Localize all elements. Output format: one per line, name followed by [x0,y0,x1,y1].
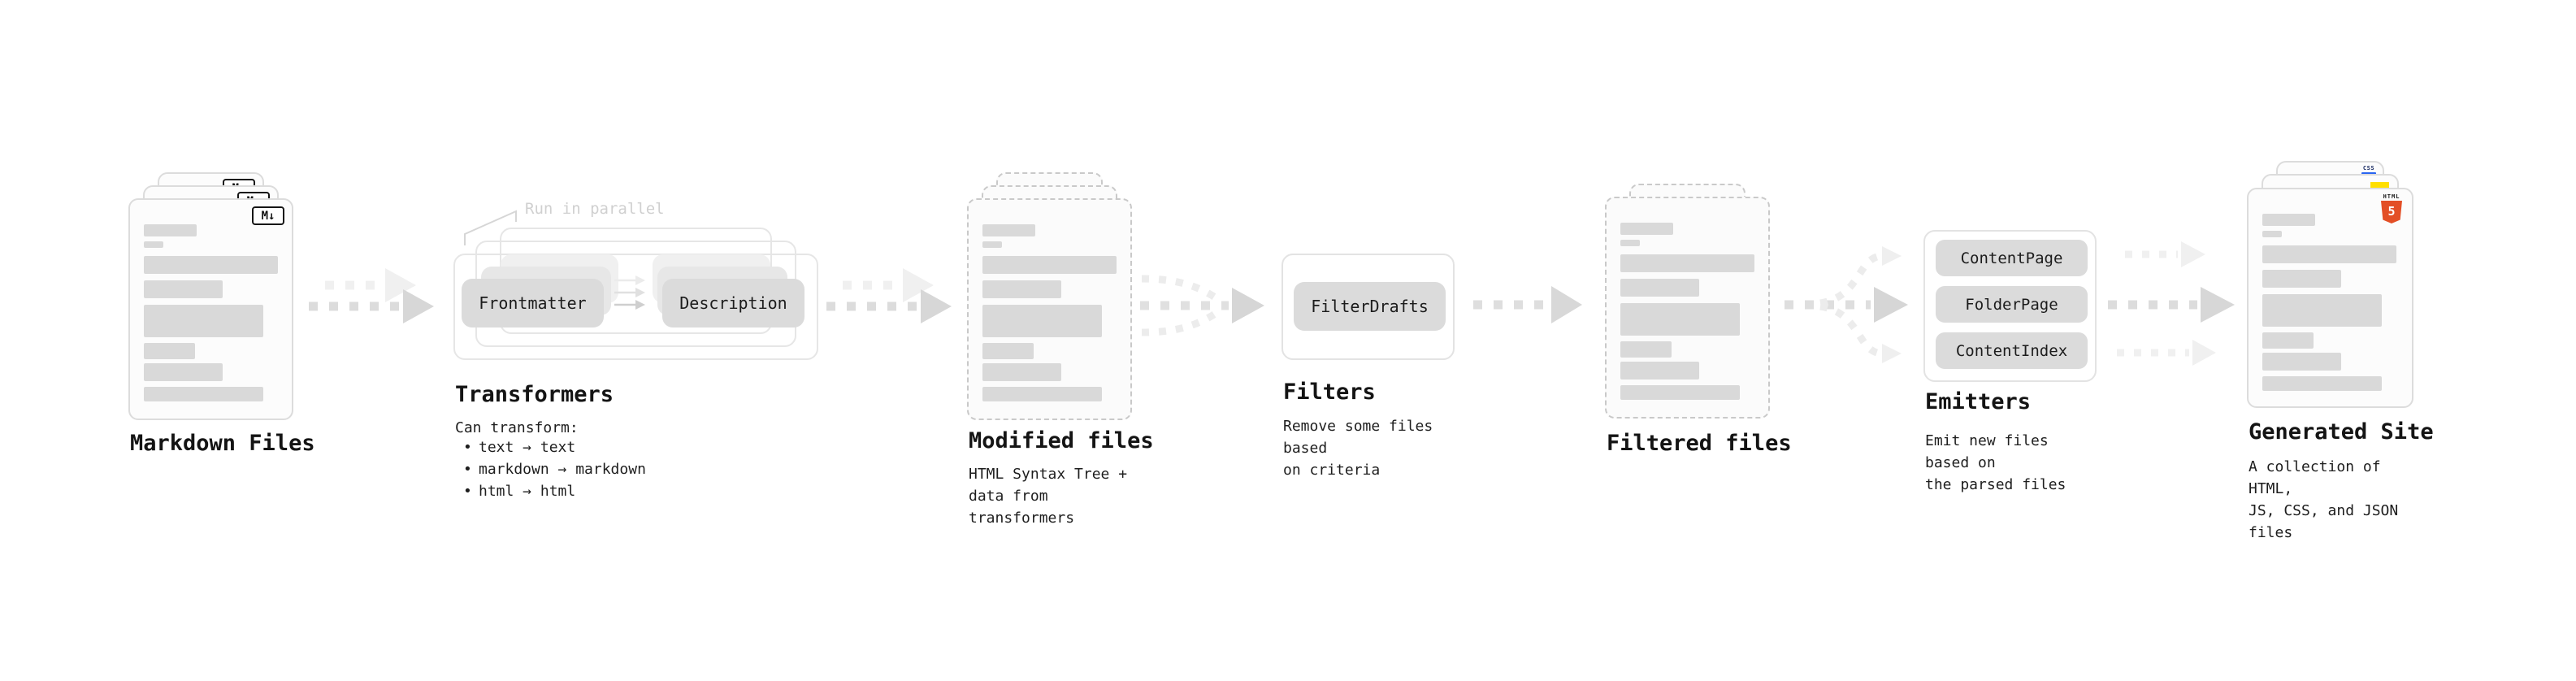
stage-filters: FilterDrafts Filters Remove some files b… [1281,254,1455,481]
text-line-placeholder [982,241,1002,248]
text-line-placeholder [144,363,223,381]
transform-type-item: html → html [455,480,646,502]
text-line-placeholder [1620,279,1699,297]
arrow-transformers-to-modified [826,268,952,323]
stage-title: Markdown Files [130,431,315,456]
generated-site-stack: CSS HTML 5 [2247,161,2413,409]
modified-file-stack [967,172,1132,420]
filter-box-filterdrafts: FilterDrafts [1294,282,1446,331]
arrow-filtered-to-emitters [1785,246,1908,363]
transformer-stack: Frontmatter Description [453,228,818,362]
text-line-placeholder [2262,332,2314,349]
arrow-modified-to-filters [1140,275,1264,336]
stage-title: Transformers [455,382,614,407]
text-line-placeholder [2262,231,2282,237]
transformer-box-frontmatter: Frontmatter [462,279,604,327]
stage-title: Modified files [969,428,1154,453]
transform-type-item: markdown → markdown [455,458,646,480]
stage-title: Filtered files [1607,431,1792,456]
stage-description: HTML Syntax Tree + data from transformer… [969,466,1128,527]
text-line-placeholder [2262,376,2382,391]
text-line-placeholder [982,343,1034,359]
transformer-card [453,254,818,360]
arrow-markdown-to-transformers [309,268,434,323]
parallel-step-arrows [614,275,645,310]
text-line-placeholder [1620,385,1740,400]
stage-title: Generated Site [2249,419,2434,445]
text-line-placeholder [2262,270,2341,288]
text-line-placeholder [144,280,223,298]
text-line-placeholder [1620,341,1672,358]
text-line-placeholder [2262,294,2382,327]
stage-title: Emitters [1925,389,2032,414]
stage-emitters: ContentPage FolderPage ContentIndex Emit… [1923,230,2097,498]
emitter-box-contentpage: ContentPage [1936,240,2088,276]
stage-filtered-files: Filtered files [1605,184,1792,476]
stage-description: Remove some files based on criteria [1283,418,1433,479]
stage-description: A collection of HTML, JS, CSS, and JSON … [2249,458,2399,541]
html5-icon: HTML 5 [2381,193,2402,223]
stage-description: Emit new files based on the parsed files [1925,432,2066,493]
text-line-placeholder [1620,303,1740,336]
arrow-emitters-to-generated [2108,241,2235,366]
emitter-box-folderpage: FolderPage [1936,286,2088,323]
arrow-filters-to-filtered [1473,286,1582,323]
text-line-placeholder [144,241,163,248]
transform-type-item: text → text [455,436,646,458]
text-line-placeholder [982,305,1102,337]
run-in-parallel-label: Run in parallel [525,200,665,218]
text-line-placeholder [1620,240,1640,246]
emitter-box-contentindex: ContentIndex [1936,332,2088,369]
text-line-placeholder [144,224,197,236]
transformer-box-description: Description [662,279,804,327]
annotation-leader-line [464,210,517,245]
text-line-placeholder [982,387,1102,401]
text-line-placeholder [144,256,278,274]
stage-markdown-files: M↓ M↓ M↓ Markdown Files [128,172,315,473]
markdown-file-stack: M↓ M↓ M↓ [128,172,293,420]
modified-file-sheet [967,198,1132,420]
stage-description-heading: Can transform: [455,419,579,436]
text-line-placeholder [982,256,1117,274]
stage-transformers: Run in parallel Frontmatter Description … [453,195,818,512]
markdown-file-sheet: M↓ [128,198,293,420]
text-line-placeholder [2262,353,2341,371]
text-line-placeholder [2262,214,2315,226]
text-line-placeholder [1620,254,1754,272]
filtered-file-sheet [1605,197,1770,419]
filters-panel: FilterDrafts [1281,254,1455,360]
text-line-placeholder [1620,362,1699,380]
text-line-placeholder [982,363,1061,381]
filtered-file-stack [1605,184,1770,419]
stage-generated-site: CSS HTML 5 Genera [2247,161,2434,541]
text-line-placeholder [982,280,1061,298]
text-line-placeholder [144,343,195,359]
stage-title: Filters [1283,380,1376,405]
stage-modified-files: Modified files HTML Syntax Tree + data f… [967,172,1154,527]
transform-types-list: text → text markdown → markdown html → h… [455,436,646,502]
markdown-icon: M↓ [252,206,284,225]
html-file-sheet: HTML 5 [2247,188,2413,408]
text-line-placeholder [2262,245,2396,263]
emitters-panel: ContentPage FolderPage ContentIndex [1923,230,2097,382]
text-line-placeholder [144,387,263,401]
text-line-placeholder [982,224,1035,236]
text-line-placeholder [1620,223,1673,235]
text-line-placeholder [144,305,263,337]
